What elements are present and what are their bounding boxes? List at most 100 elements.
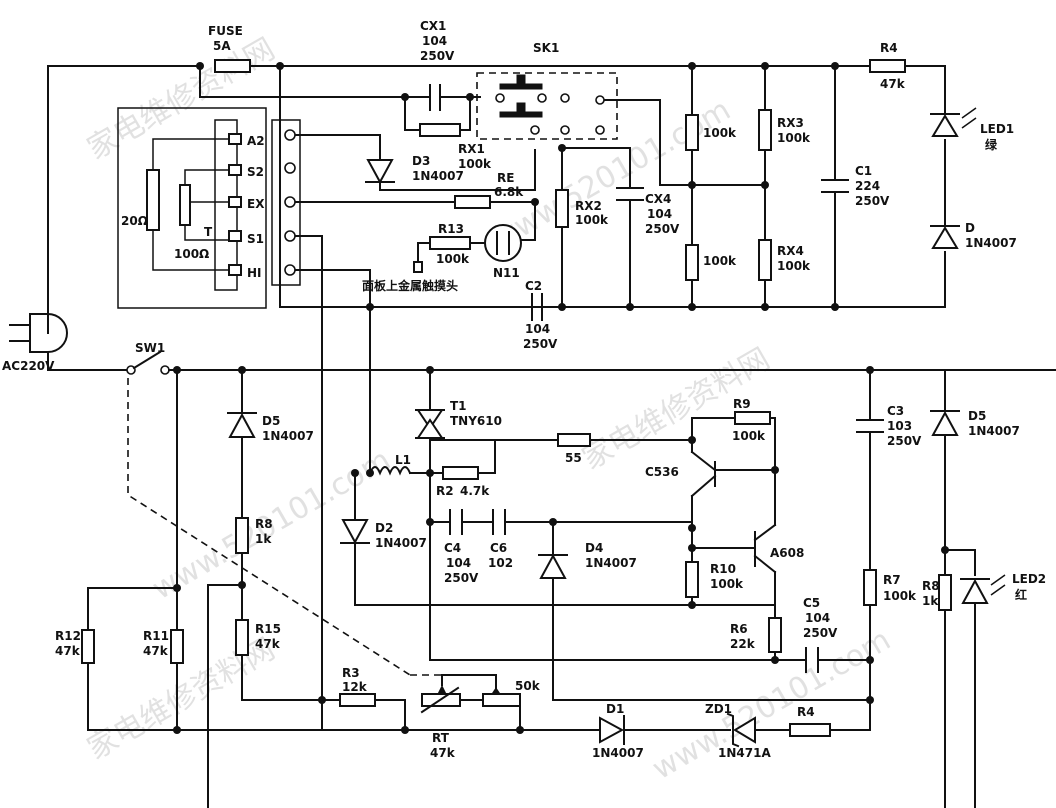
resistor-rx1: RX1 100k <box>419 123 492 171</box>
d1-value: 1N4007 <box>592 746 644 760</box>
r12-value: 47k <box>55 644 81 658</box>
resistor-r13: R13 100k <box>413 222 471 273</box>
neon-lamp-n11: N11 <box>484 224 522 280</box>
sk1-name: SK1 <box>533 41 559 55</box>
r8-right-name: R8 <box>922 579 940 593</box>
diode-d5-left: D5 1N4007 <box>227 412 314 443</box>
fuse: FUSE 5A <box>208 24 251 73</box>
c4-name: C4 <box>444 541 461 555</box>
t1-name: T1 <box>450 399 467 413</box>
r6-value: 22k <box>730 637 756 651</box>
l1-name: L1 <box>395 453 411 467</box>
c2-voltage: 250V <box>523 337 558 351</box>
r15-name: R15 <box>255 622 281 636</box>
inductor-l1: L1 <box>368 453 412 476</box>
resistor-r11: R11 47k <box>143 629 184 664</box>
mains-plug: AC220V <box>2 313 129 373</box>
heater-t-label: T <box>204 225 213 239</box>
c5-value: 104 <box>805 611 830 625</box>
c3-value: 103 <box>887 419 912 433</box>
c2-value: 104 <box>525 322 550 336</box>
diode-d1: D1 1N4007 <box>592 702 644 760</box>
watermark-layer: 家电维修资料网 家电维修资料网 家电维修资料网 www.520101.com w… <box>82 32 897 787</box>
rx1-value: 100k <box>458 157 492 171</box>
switch-sk1: SK1 <box>476 41 618 140</box>
d3-value: 1N4007 <box>412 169 464 183</box>
terminal-ex: EX <box>247 197 265 211</box>
rt-value: 47k <box>430 746 456 760</box>
resistor-r12: R12 47k <box>55 629 95 664</box>
capacitor-c3: C3 103 250V <box>856 404 922 448</box>
diode-d2: D2 1N4007 <box>340 519 427 550</box>
d5-right-name: D5 <box>968 409 986 423</box>
c3-voltage: 250V <box>887 434 922 448</box>
d1-name: D1 <box>606 702 624 716</box>
d2-value: 1N4007 <box>375 536 427 550</box>
led2-color: 红 <box>1015 587 1027 602</box>
resistor-r8-right: R8 1k <box>922 574 952 611</box>
resistor-rx4: RX4 100k <box>758 239 811 281</box>
resistor-r10: R10 100k <box>685 561 744 598</box>
r6-name: R6 <box>730 622 748 636</box>
resistor-div-b: 100k <box>685 244 737 281</box>
capacitor-c2: C2 104 250V <box>523 279 558 351</box>
resistor-div-a: 100k <box>685 114 737 151</box>
d-top-name: D <box>965 221 975 235</box>
capacitor-c1: C1 224 250V <box>821 164 890 208</box>
r10-value: 100k <box>710 577 744 591</box>
resistor-55: 55 <box>557 433 591 465</box>
diode-d-top: D 1N4007 <box>930 221 1017 250</box>
c5-name: C5 <box>803 596 820 610</box>
r3-value: 12k <box>342 680 368 694</box>
cx1-name: CX1 <box>420 19 446 33</box>
c1-voltage: 250V <box>855 194 890 208</box>
r4-top-name: R4 <box>880 41 898 55</box>
mains-label: AC220V <box>2 359 55 373</box>
r4-bottom-name: R4 <box>797 705 815 719</box>
capacitor-c5: C5 104 250V <box>803 596 838 673</box>
q1-label: C536 <box>645 465 679 479</box>
r10-name: R10 <box>710 562 736 576</box>
r9-name: R9 <box>733 397 751 411</box>
cx1-value: 104 <box>422 34 447 48</box>
resistor-r7: R7 100k <box>863 569 917 606</box>
rx3-name: RX3 <box>777 116 804 130</box>
c1-value: 224 <box>855 179 880 193</box>
triac-t1: T1 TNY610 <box>415 399 502 439</box>
heater-r-small: 100Ω <box>174 247 209 261</box>
capacitor-cx4: CX4 104 250V <box>616 187 680 236</box>
re-value: 6.8k <box>494 185 524 199</box>
r11-name: R11 <box>143 629 169 643</box>
pot-value: 50k <box>515 679 541 693</box>
r8-left-value: 1k <box>255 532 272 546</box>
c3-name: C3 <box>887 404 904 418</box>
r9-value: 100k <box>732 429 766 443</box>
capacitor-c4: C4 104 250V <box>444 509 479 585</box>
heater-terminal-block: A2 S2 EX S1 HI 20Ω 100Ω T <box>117 107 301 309</box>
resistor-r15: R15 47k <box>235 619 281 656</box>
r55-value: 55 <box>565 451 582 465</box>
rx1-name: RX1 <box>458 142 485 156</box>
r7-name: R7 <box>883 573 901 587</box>
r13-name: R13 <box>438 222 464 236</box>
terminal-a2: A2 <box>247 134 265 148</box>
c1-name: C1 <box>855 164 872 178</box>
rx3-value: 100k <box>777 131 811 145</box>
cx4-voltage: 250V <box>645 222 680 236</box>
touch-head-label: 面板上金属触摸头 <box>362 278 458 293</box>
rx2-name: RX2 <box>575 199 602 213</box>
d5-left-name: D5 <box>262 414 280 428</box>
terminal-s2: S2 <box>247 165 264 179</box>
r2-value: 4.7k <box>460 484 490 498</box>
r11-value: 47k <box>143 644 169 658</box>
resistor-rx2: RX2 100k <box>555 189 609 228</box>
d-top-value: 1N4007 <box>965 236 1017 250</box>
cx4-name: CX4 <box>645 192 671 206</box>
r8-right-value: 1k <box>922 594 939 608</box>
r-div-b-value: 100k <box>703 254 737 268</box>
r8-left-name: R8 <box>255 517 273 531</box>
rx4-value: 100k <box>777 259 811 273</box>
c5-voltage: 250V <box>803 626 838 640</box>
re-name: RE <box>497 171 514 185</box>
